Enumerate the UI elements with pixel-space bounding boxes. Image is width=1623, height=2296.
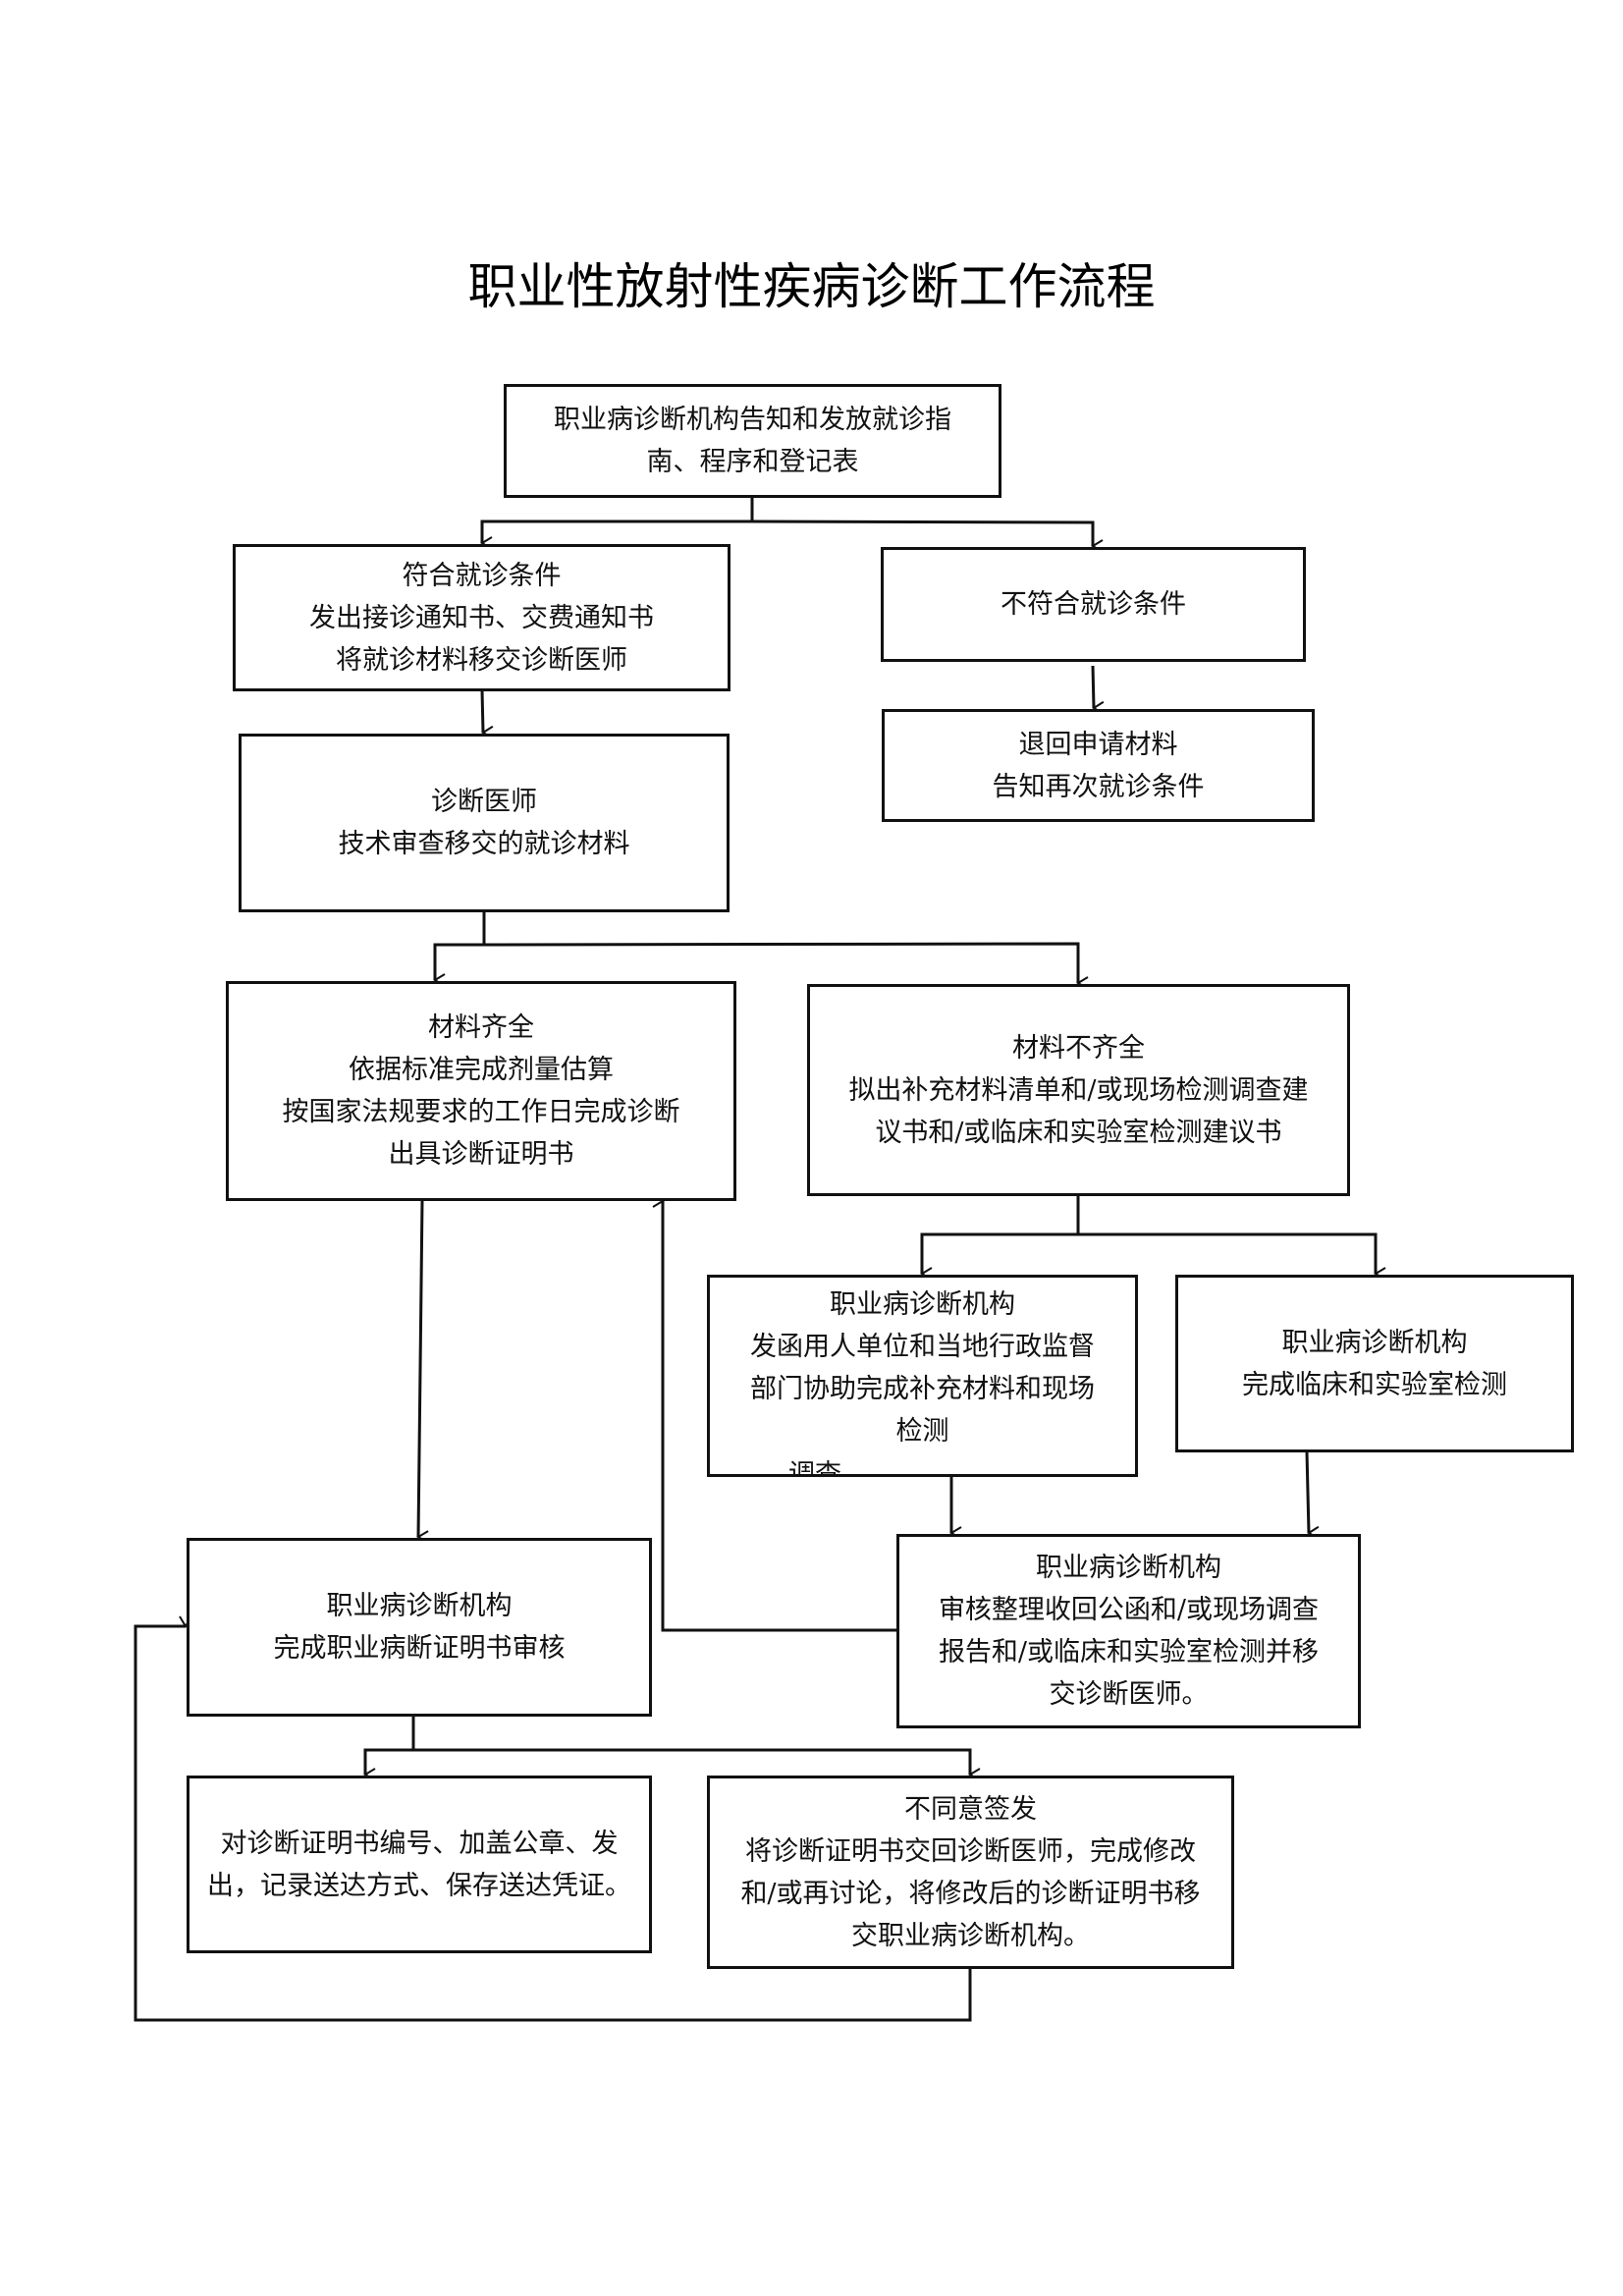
node-not-eligible: 不符合就诊条件 bbox=[881, 547, 1306, 662]
node-text-line: 职业病诊断机构告知和发放就诊指 bbox=[554, 405, 951, 435]
node-text-line: 部门协助完成补充材料和现场 bbox=[750, 1374, 1095, 1404]
node-text-line: 职业病诊断机构 bbox=[830, 1289, 1015, 1320]
node-text-line: 完成职业病断证明书审核 bbox=[273, 1633, 566, 1664]
page-title: 职业性放射性疾病诊断工作流程 bbox=[467, 258, 1156, 315]
node-text-line: 职业病诊断机构 bbox=[1281, 1327, 1468, 1358]
node-text-line: 议书和/或临床和实验室检测建议书 bbox=[875, 1117, 1282, 1148]
node-text-line: 将诊断证明书交回诊断医师，完成修改 bbox=[745, 1835, 1196, 1867]
node-reject-signing: 不同意签发 将诊断证明书交回诊断医师，完成修改 和/或再讨论，将修改后的诊断证明… bbox=[707, 1776, 1234, 1969]
node-text-line: 报告和/或临床和实验室检测并移 bbox=[938, 1637, 1320, 1667]
node-text-line: 出具诊断证明书 bbox=[388, 1139, 574, 1170]
node-text-line: 交诊断医师。 bbox=[1049, 1679, 1209, 1710]
node-text-line: 不符合就诊条件 bbox=[1001, 589, 1186, 620]
node-text-line: 退回申请材料 bbox=[1018, 729, 1178, 760]
node-doctor-review: 诊断医师 技术审查移交的就诊材料 bbox=[239, 734, 730, 912]
node-lab-test: 职业病诊断机构 完成临床和实验室检测 bbox=[1175, 1275, 1574, 1452]
node-text-line: 诊断医师 bbox=[431, 787, 537, 817]
node-text-line: 符合就诊条件 bbox=[402, 560, 562, 591]
node-eligible: 符合就诊条件 发出接诊通知书、交费通知书 将就诊材料移交诊断医师 bbox=[233, 544, 730, 691]
clipped-overflow-text: 调查 bbox=[788, 1459, 841, 1477]
node-text-line: 拟出补充材料清单和/或现场检测调查建 bbox=[848, 1074, 1309, 1106]
arrow-start-to-eligible bbox=[480, 519, 752, 550]
node-text-line: 南、程序和登记表 bbox=[646, 447, 859, 477]
node-collect-review: 职业病诊断机构 审核整理收回公函和/或现场调查 报告和/或临床和实验室检测并移 … bbox=[896, 1534, 1361, 1728]
arrow-not-eligible-to-return bbox=[1091, 665, 1105, 715]
arrow-doctor-to-complete bbox=[433, 943, 484, 987]
node-text-line: 技术审查移交的就诊材料 bbox=[338, 829, 630, 859]
node-text-line: 依据标准完成剂量估算 bbox=[349, 1055, 614, 1085]
node-issue-certificate: 对诊断证明书编号、加盖公章、发 出，记录送达方式、保存送达凭证。 bbox=[187, 1776, 652, 1953]
arrow-incomplete-to-send-letter bbox=[920, 1232, 1078, 1281]
node-text-line: 交职业病诊断机构。 bbox=[851, 1920, 1090, 1951]
node-text-line: 按国家法规要求的工作日完成诊断 bbox=[282, 1097, 680, 1127]
node-text-line: 完成临床和实验室检测 bbox=[1242, 1369, 1507, 1400]
node-text-line: 材料齐全 bbox=[428, 1012, 534, 1043]
node-text-line: 职业病诊断机构 bbox=[1036, 1553, 1221, 1583]
arrow-doctor-to-incomplete bbox=[483, 942, 1089, 990]
arrow-reject-loop-to-cert-review bbox=[134, 1615, 972, 2022]
node-text-line: 发出接诊通知书、交费通知书 bbox=[309, 602, 654, 633]
arrow-lab-test-to-collect bbox=[1305, 1450, 1320, 1540]
node-text-line: 发函用人单位和当地行政监督 bbox=[750, 1332, 1095, 1362]
arrow-collect-to-complete bbox=[652, 1194, 896, 1632]
arrow-cert-to-issue bbox=[363, 1748, 413, 1781]
node-text-line: 检测 bbox=[895, 1416, 949, 1447]
node-text-line: 出，记录送达方式、保存送达凭证。 bbox=[207, 1870, 631, 1901]
arrow-eligible-to-doctor bbox=[480, 689, 494, 739]
node-text-line: 将就诊材料移交诊断医师 bbox=[336, 644, 627, 676]
node-text-line: 对诊断证明书编号、加盖公章、发 bbox=[220, 1828, 619, 1859]
node-materials-incomplete: 材料不齐全 拟出补充材料清单和/或现场检测调查建 议书和/或临床和实验室检测建议… bbox=[807, 984, 1350, 1196]
node-return-materials: 退回申请材料 告知再次就诊条件 bbox=[882, 709, 1315, 822]
node-cert-review: 职业病诊断机构 完成职业病断证明书审核 bbox=[187, 1538, 652, 1717]
node-text-line: 材料不齐全 bbox=[1012, 1032, 1145, 1064]
arrow-incomplete-to-lab-test bbox=[1078, 1232, 1386, 1281]
node-text-line: 职业病诊断机构 bbox=[326, 1591, 513, 1621]
node-text-line: 告知再次就诊条件 bbox=[992, 771, 1205, 802]
node-start: 职业病诊断机构告知和发放就诊指 南、程序和登记表 bbox=[504, 384, 1001, 498]
node-text-line: 审核整理收回公函和/或现场调查 bbox=[938, 1595, 1320, 1625]
node-text-line: 不同意签发 bbox=[904, 1793, 1037, 1825]
node-send-letter: 职业病诊断机构 发函用人单位和当地行政监督 部门协助完成补充材料和现场 检测 调… bbox=[707, 1275, 1138, 1477]
node-text-line: 和/或再讨论，将修改后的诊断证明书移 bbox=[740, 1878, 1201, 1909]
arrow-start-to-not-eligible bbox=[751, 519, 1104, 553]
arrow-complete-to-cert-review bbox=[416, 1199, 429, 1544]
node-materials-complete: 材料齐全 依据标准完成剂量估算 按国家法规要求的工作日完成诊断 出具诊断证明书 bbox=[226, 981, 736, 1201]
arrow-cert-to-reject bbox=[413, 1748, 981, 1781]
